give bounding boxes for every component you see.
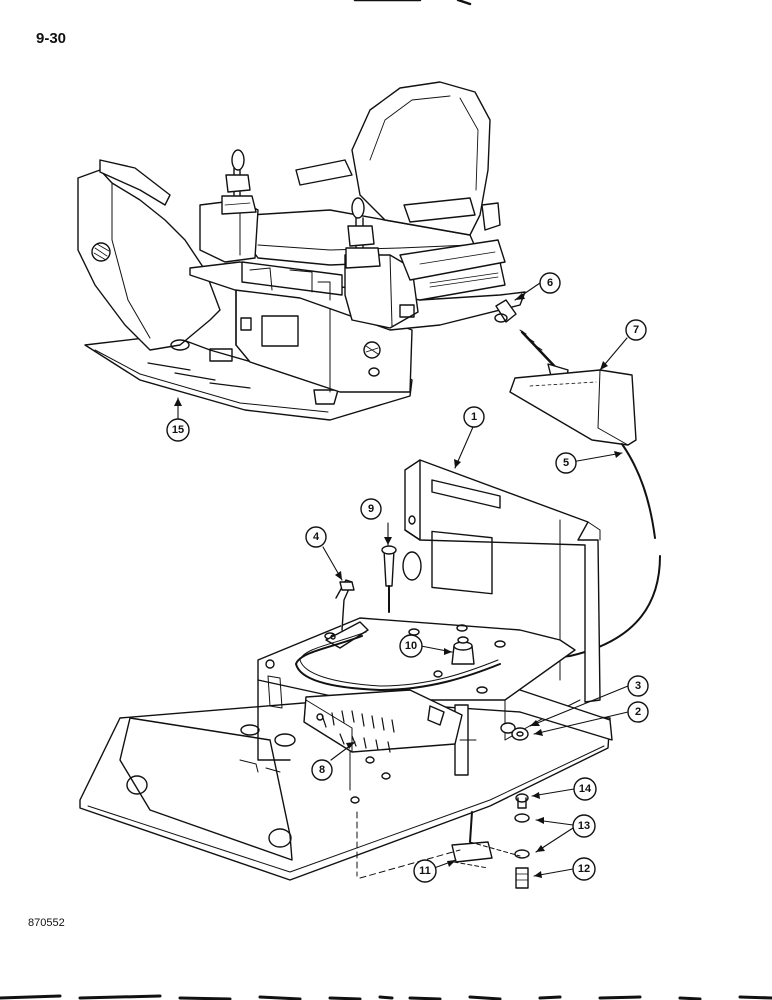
callout-11-label: 11	[419, 865, 431, 877]
callout-4-label: 4	[313, 531, 320, 543]
callout-3-label: 3	[635, 680, 641, 692]
lower-console-frame	[79, 459, 613, 881]
callout-9-label: 9	[368, 503, 374, 515]
upper-seat-assembly	[77, 81, 526, 421]
callout-5-label: 5	[563, 457, 569, 469]
hardware-parts	[356, 793, 530, 889]
callout-5: 5	[555, 452, 577, 474]
callout-12: 12	[572, 857, 596, 881]
base-knob-left	[126, 775, 148, 795]
callout-13: 13	[572, 814, 596, 838]
vent-grille	[91, 242, 111, 262]
callout-10: 10	[399, 634, 423, 658]
callout-8: 8	[311, 759, 333, 781]
callout-3: 3	[627, 675, 649, 697]
callout-14: 14	[573, 777, 597, 801]
cover-panel-part	[509, 369, 637, 446]
callout-11: 11	[413, 859, 437, 883]
callout-4: 4	[305, 526, 327, 548]
grommet	[363, 341, 381, 359]
access-panel	[261, 315, 299, 347]
callout-13-label: 13	[578, 820, 590, 832]
callout-7: 7	[625, 319, 647, 341]
scan-artifact-bottom	[0, 994, 772, 1000]
callout-12-label: 12	[578, 863, 590, 875]
figure-code: 870552	[28, 917, 65, 929]
callout-2-label: 2	[635, 706, 641, 718]
callout-15: 15	[166, 418, 190, 442]
callout-15-label: 15	[172, 424, 184, 436]
callout-1: 1	[463, 406, 485, 428]
callout-9: 9	[360, 498, 382, 520]
callout-10-label: 10	[405, 640, 417, 652]
callout-14-label: 14	[579, 783, 592, 795]
floor-hole	[209, 348, 233, 362]
callout-7-label: 7	[633, 324, 639, 336]
callout-6: 6	[539, 272, 561, 294]
scan-artifact-top	[353, 0, 472, 6]
lamp-bulb-part	[494, 299, 517, 323]
base-knob-right	[268, 828, 292, 848]
panel-cutout	[431, 530, 493, 595]
callout-2: 2	[627, 701, 649, 723]
callout-8-label: 8	[319, 764, 325, 776]
callout-1-label: 1	[471, 411, 477, 423]
callout-arrowheads	[174, 293, 622, 878]
cable-part	[469, 443, 661, 660]
callout-6-label: 6	[547, 277, 553, 289]
page-number: 9-30	[36, 30, 67, 47]
